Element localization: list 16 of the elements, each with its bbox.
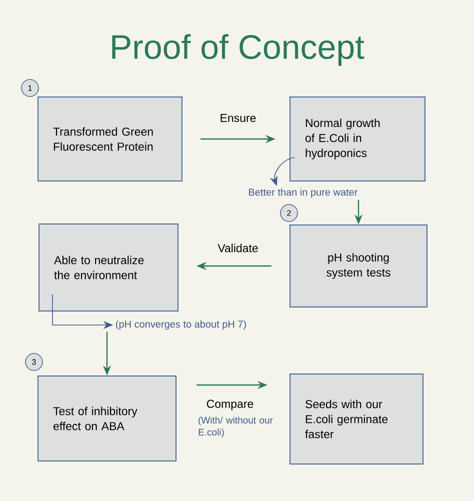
process-box: Normal growth of E.Coli in hydroponics bbox=[290, 96, 426, 182]
note: (pH converges to about pH 7) bbox=[116, 320, 246, 330]
step-number: 2 bbox=[280, 204, 298, 222]
step-number: 1 bbox=[21, 79, 39, 97]
step-number: 3 bbox=[25, 353, 43, 371]
process-box: Test of inhibitory effect on ABA bbox=[38, 376, 176, 462]
edge-label: Ensure bbox=[220, 114, 256, 122]
edge-label: Compare bbox=[206, 400, 254, 410]
note: (With/ without our E.coli) bbox=[198, 416, 273, 438]
process-box: pH shooting system tests bbox=[290, 224, 428, 308]
process-box: Able to neutralize the environment bbox=[38, 224, 178, 312]
note: Better than in pure water bbox=[249, 188, 358, 198]
title: Proof of Concept bbox=[112, 34, 364, 66]
process-box: Seeds with our E.coli germinate faster bbox=[290, 374, 424, 464]
process-box: Transformed Green Fluorescent Protein bbox=[38, 96, 182, 182]
edge-label: Validate bbox=[218, 244, 258, 252]
